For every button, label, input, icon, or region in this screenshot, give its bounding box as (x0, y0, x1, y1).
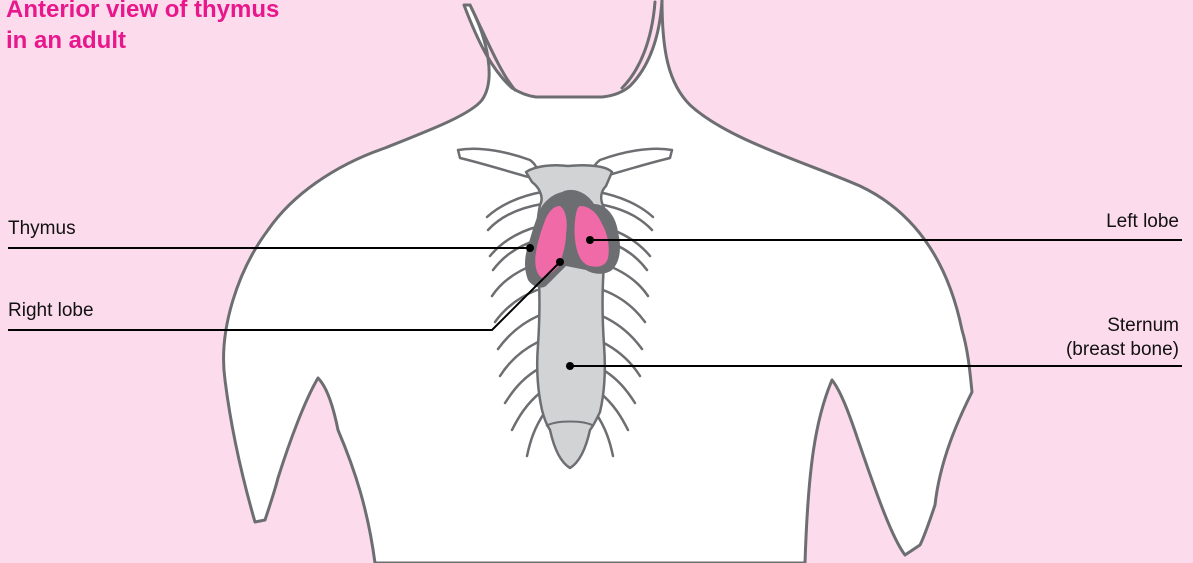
label-sternum: Sternum (breast bone) (1066, 314, 1179, 362)
leader-dot-left-lobe (586, 236, 594, 244)
label-left-lobe: Left lobe (1106, 210, 1179, 234)
title-line-1: Anterior view of thymus (6, 0, 279, 25)
diagram-title: Anterior view of thymus in an adult (6, 0, 279, 56)
leader-dot-sternum (566, 362, 574, 370)
label-right-lobe: Right lobe (8, 299, 94, 323)
leader-dot-thymus (526, 244, 534, 252)
label-thymus: Thymus (8, 217, 76, 241)
title-line-2: in an adult (6, 25, 279, 56)
leader-dot-right-lobe (556, 258, 564, 266)
label-sternum-line-1: Sternum (1066, 314, 1179, 338)
label-sternum-line-2: (breast bone) (1066, 338, 1179, 362)
